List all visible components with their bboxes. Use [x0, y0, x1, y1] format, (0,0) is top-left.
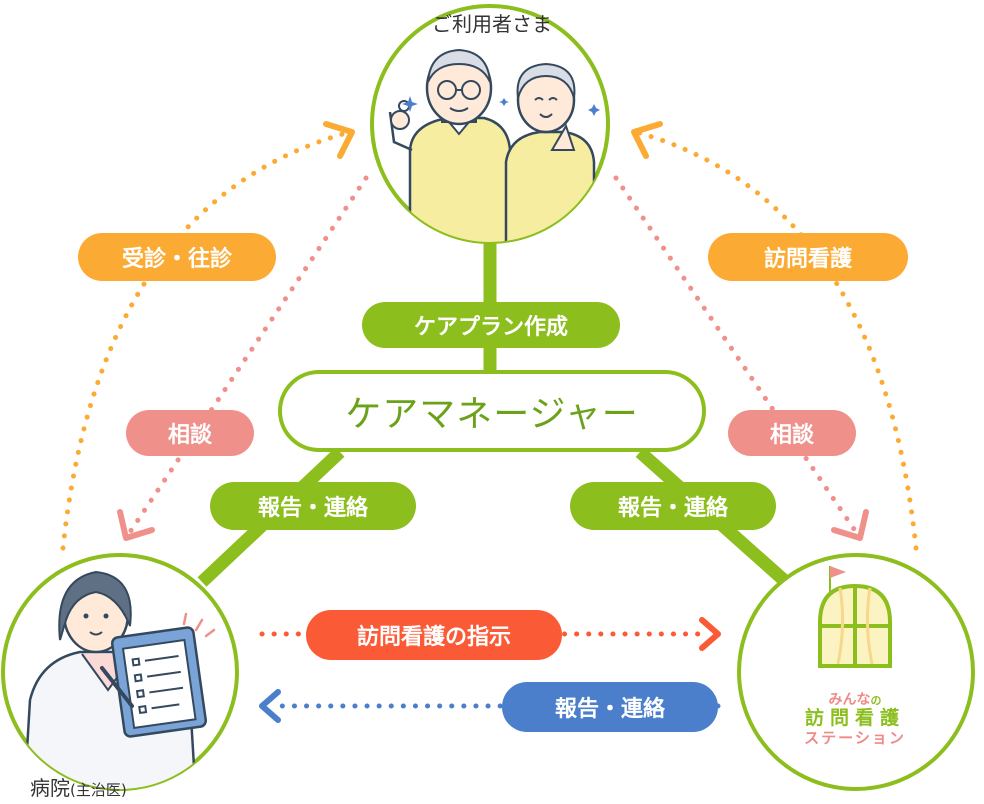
station-logo-line1: みんなの [828, 692, 882, 708]
label-report-right: 報告・連絡 [570, 482, 776, 530]
user-node [370, 4, 610, 244]
arrowhead-instruction [699, 617, 721, 651]
arrowhead-consult-left [117, 509, 155, 541]
label-instruction: 訪問看護の指示 [306, 610, 562, 660]
label-report-bottom: 報告・連絡 [502, 682, 718, 732]
label-consult-left: 相談 [126, 410, 254, 456]
arrow-consult-visit [60, 129, 353, 551]
label-consult-right: 相談 [728, 410, 856, 456]
user-node-label: ご利用者さま [432, 12, 552, 36]
arrowhead-visit-nursing [631, 121, 663, 159]
station-logo: みんなの 訪問看護 ステーション [760, 692, 950, 747]
station-node [737, 553, 975, 791]
label-care-plan: ケアプラン作成 [362, 302, 620, 348]
hospital-node-title: 病院 [30, 776, 70, 800]
arrowhead-consult-visit [323, 121, 355, 159]
arrow-consult-left [127, 175, 369, 535]
hospital-node-sublabel: (主治医) [70, 781, 127, 799]
station-logo-line2: 訪問看護 [804, 707, 905, 730]
station-logo-line3: ステーション [804, 728, 906, 747]
label-consult-visit: 受診・往診 [78, 233, 276, 281]
hospital-node-label: 病院(主治医) [30, 772, 127, 801]
label-visit-nursing: 訪問看護 [708, 233, 908, 281]
arrow-consult-right [613, 175, 859, 535]
arrowhead-report-bottom [259, 689, 281, 723]
doctor-illustration [22, 570, 216, 789]
elderly-couple-illustration [388, 48, 600, 242]
label-report-left: 報告・連絡 [210, 482, 416, 530]
hospital-node [1, 553, 239, 791]
care-manager-node: ケアマネージャー [278, 370, 706, 452]
arrowhead-consult-right [831, 509, 869, 541]
station-window-logo [818, 566, 892, 668]
